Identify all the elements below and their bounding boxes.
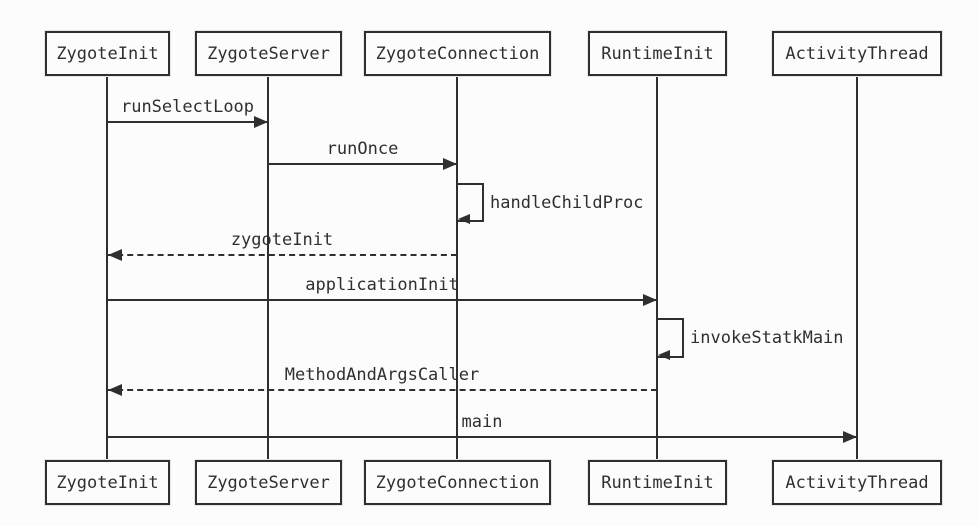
participant-label: ZygoteServer	[207, 472, 330, 493]
participant-box-zygoteconnection-top: ZygoteConnection	[364, 31, 551, 76]
lifeline-runtimeinit	[656, 76, 658, 460]
message-label-runselectloop: runSelectLoop	[120, 97, 255, 117]
message-line-applicationinit	[107, 299, 657, 301]
arrow-head-icon	[458, 214, 470, 224]
participant-label: ZygoteServer	[207, 43, 330, 64]
participant-label: ZygoteConnection	[375, 43, 540, 64]
arrow-head-icon	[658, 350, 670, 360]
lifeline-zygoteserver	[267, 76, 269, 460]
message-label-handlechildproc: handleChildProc	[490, 192, 644, 213]
message-line-methodandargscaller	[107, 389, 657, 391]
arrow-head-icon	[254, 116, 268, 128]
participant-box-zygoteinit-bottom: ZygoteInit	[45, 460, 170, 505]
participant-box-runtimeinit-bottom: RuntimeInit	[588, 460, 727, 505]
participant-label: ActivityThread	[785, 472, 929, 493]
participant-box-activitythread-top: ActivityThread	[772, 31, 942, 76]
message-label-main: main	[461, 412, 503, 432]
message-label-zygoteinit: zygoteInit	[230, 230, 334, 250]
participant-label: ZygoteConnection	[375, 472, 540, 493]
participant-box-zygoteinit-top: ZygoteInit	[45, 31, 170, 76]
participant-box-zygoteserver-top: ZygoteServer	[195, 31, 342, 76]
message-label-runonce: runOnce	[326, 139, 399, 159]
message-line-runonce	[268, 163, 457, 165]
participant-label: ZygoteInit	[56, 472, 159, 493]
lifeline-activitythread	[856, 76, 858, 460]
lifeline-zygoteconnection	[456, 76, 458, 460]
lifeline-zygoteinit	[106, 76, 108, 460]
arrow-head-icon	[443, 158, 457, 170]
message-label-applicationinit: applicationInit	[305, 275, 459, 295]
message-label-invokestatkmain: invokeStatkMain	[690, 328, 844, 348]
participant-box-zygoteconnection-bottom: ZygoteConnection	[364, 460, 551, 505]
arrow-head-icon	[108, 249, 122, 261]
participant-label: ActivityThread	[785, 43, 929, 64]
self-message-loop-handlechildproc	[457, 183, 484, 222]
participant-box-zygoteserver-bottom: ZygoteServer	[195, 460, 342, 505]
message-line-runselectloop	[107, 121, 268, 123]
participant-box-runtimeinit-top: RuntimeInit	[588, 31, 727, 76]
message-label-methodandargscaller: MethodAndArgsCaller	[284, 365, 480, 385]
arrow-head-icon	[108, 384, 122, 396]
message-line-main	[107, 436, 857, 438]
arrow-head-icon	[843, 431, 857, 443]
participant-label: RuntimeInit	[601, 472, 714, 493]
participant-label: RuntimeInit	[601, 43, 714, 64]
self-message-loop-invokestatkmain	[657, 318, 684, 358]
message-line-zygoteinit	[107, 254, 457, 256]
arrow-head-icon	[643, 294, 657, 306]
participant-box-activitythread-bottom: ActivityThread	[772, 460, 942, 505]
participant-label: ZygoteInit	[56, 43, 159, 64]
